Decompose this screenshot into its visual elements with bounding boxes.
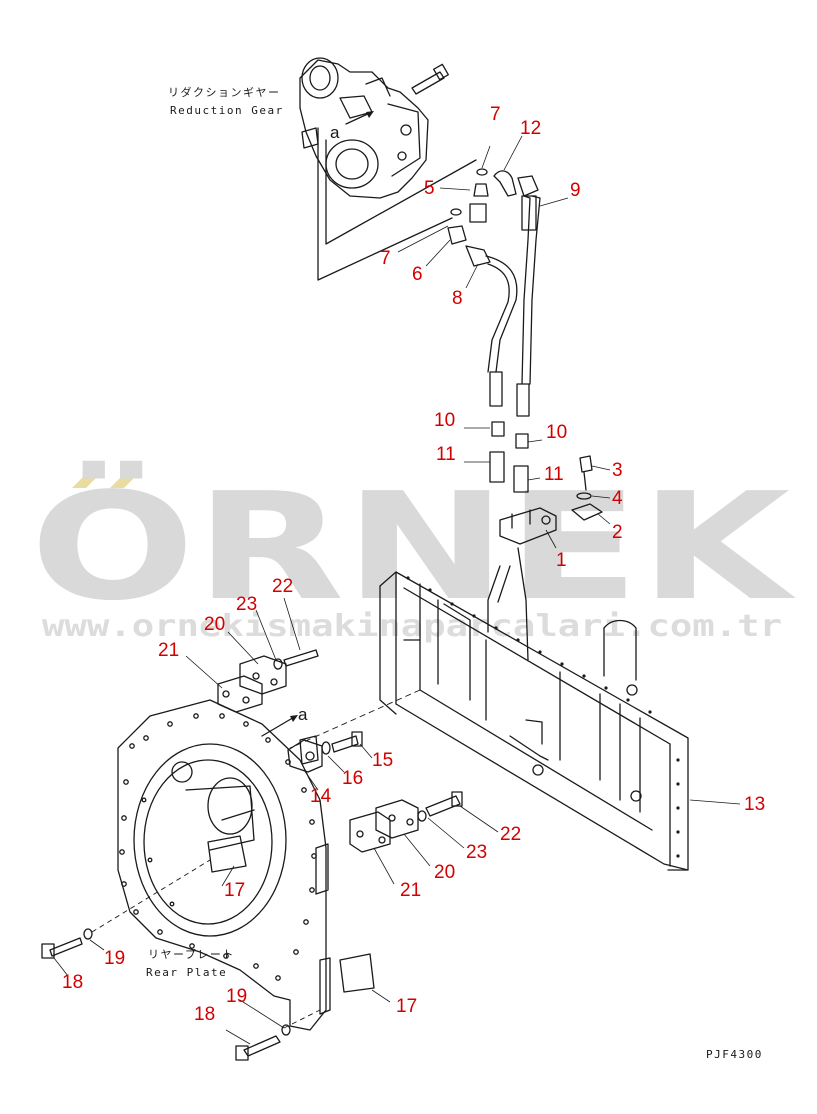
- watermark-brand: ÖRNEK: [30, 460, 797, 633]
- watermark-url: www.ornekismakinaparcalari.com.tr: [42, 609, 782, 644]
- callout-18: 18: [62, 972, 83, 993]
- callout-6: 6: [412, 264, 423, 285]
- ref-a-top: a: [330, 123, 340, 142]
- callout-14: 14: [310, 786, 332, 807]
- callout-13: 13: [744, 794, 765, 815]
- callout-21: 21: [158, 640, 179, 661]
- leader-lines: [53, 135, 741, 1045]
- rear-plate-drawing: [117, 699, 375, 1031]
- callout-1: 1: [556, 550, 567, 571]
- drawing-code: PJF4300: [706, 1048, 763, 1061]
- callout-5: 5: [424, 178, 435, 199]
- callout-17: 17: [396, 996, 417, 1017]
- reduction-gear-label-jp: リダクションギヤー: [168, 85, 281, 99]
- callout-23: 23: [466, 842, 487, 863]
- rear-plate-label-en: Rear Plate: [146, 966, 227, 979]
- callout-7: 7: [490, 104, 501, 125]
- watermark: ÖRNEK www.ornekismakinaparcalari.com.tr: [30, 460, 797, 644]
- watermark-accent-mark: [110, 470, 142, 488]
- callout-2: 2: [612, 522, 623, 543]
- part-callouts: 7 12 5 9 7 6 8 10 10 11 11 3 4 2 1 13 22…: [62, 104, 765, 1025]
- callout-20: 20: [204, 614, 225, 635]
- callout-16: 16: [342, 768, 363, 789]
- callout-21: 21: [400, 880, 421, 901]
- callout-17: 17: [224, 880, 245, 901]
- callout-22: 22: [500, 824, 521, 845]
- reduction-gear-drawing: [299, 57, 477, 281]
- rear-plate-label-jp: リヤープレート: [148, 948, 235, 961]
- callout-11: 11: [436, 444, 456, 465]
- callout-7: 7: [380, 248, 391, 269]
- callout-8: 8: [452, 288, 463, 309]
- reduction-gear-label-en: Reduction Gear: [170, 104, 284, 117]
- text-labels: リダクションギヤー Reduction Gear a a リヤープレート Rea…: [146, 85, 763, 1061]
- callout-19: 19: [104, 948, 125, 969]
- callout-12: 12: [520, 118, 541, 139]
- callout-19: 19: [226, 986, 247, 1007]
- callout-18: 18: [194, 1004, 215, 1025]
- callout-20: 20: [434, 862, 455, 883]
- frame-drawing: [289, 571, 689, 871]
- mount-hardware-drawing: [41, 649, 463, 1061]
- callout-10: 10: [434, 410, 455, 431]
- callout-23: 23: [236, 594, 257, 615]
- callout-22: 22: [272, 576, 293, 597]
- callout-3: 3: [612, 460, 623, 481]
- callout-4: 4: [612, 488, 623, 509]
- callout-10: 10: [546, 422, 567, 443]
- ref-a-bottom: a: [298, 705, 308, 724]
- callout-11: 11: [544, 464, 564, 485]
- hose-assembly-drawing: [447, 168, 603, 661]
- watermark-accent-mark: [72, 470, 104, 488]
- callout-9: 9: [570, 180, 581, 201]
- callout-15: 15: [372, 750, 393, 771]
